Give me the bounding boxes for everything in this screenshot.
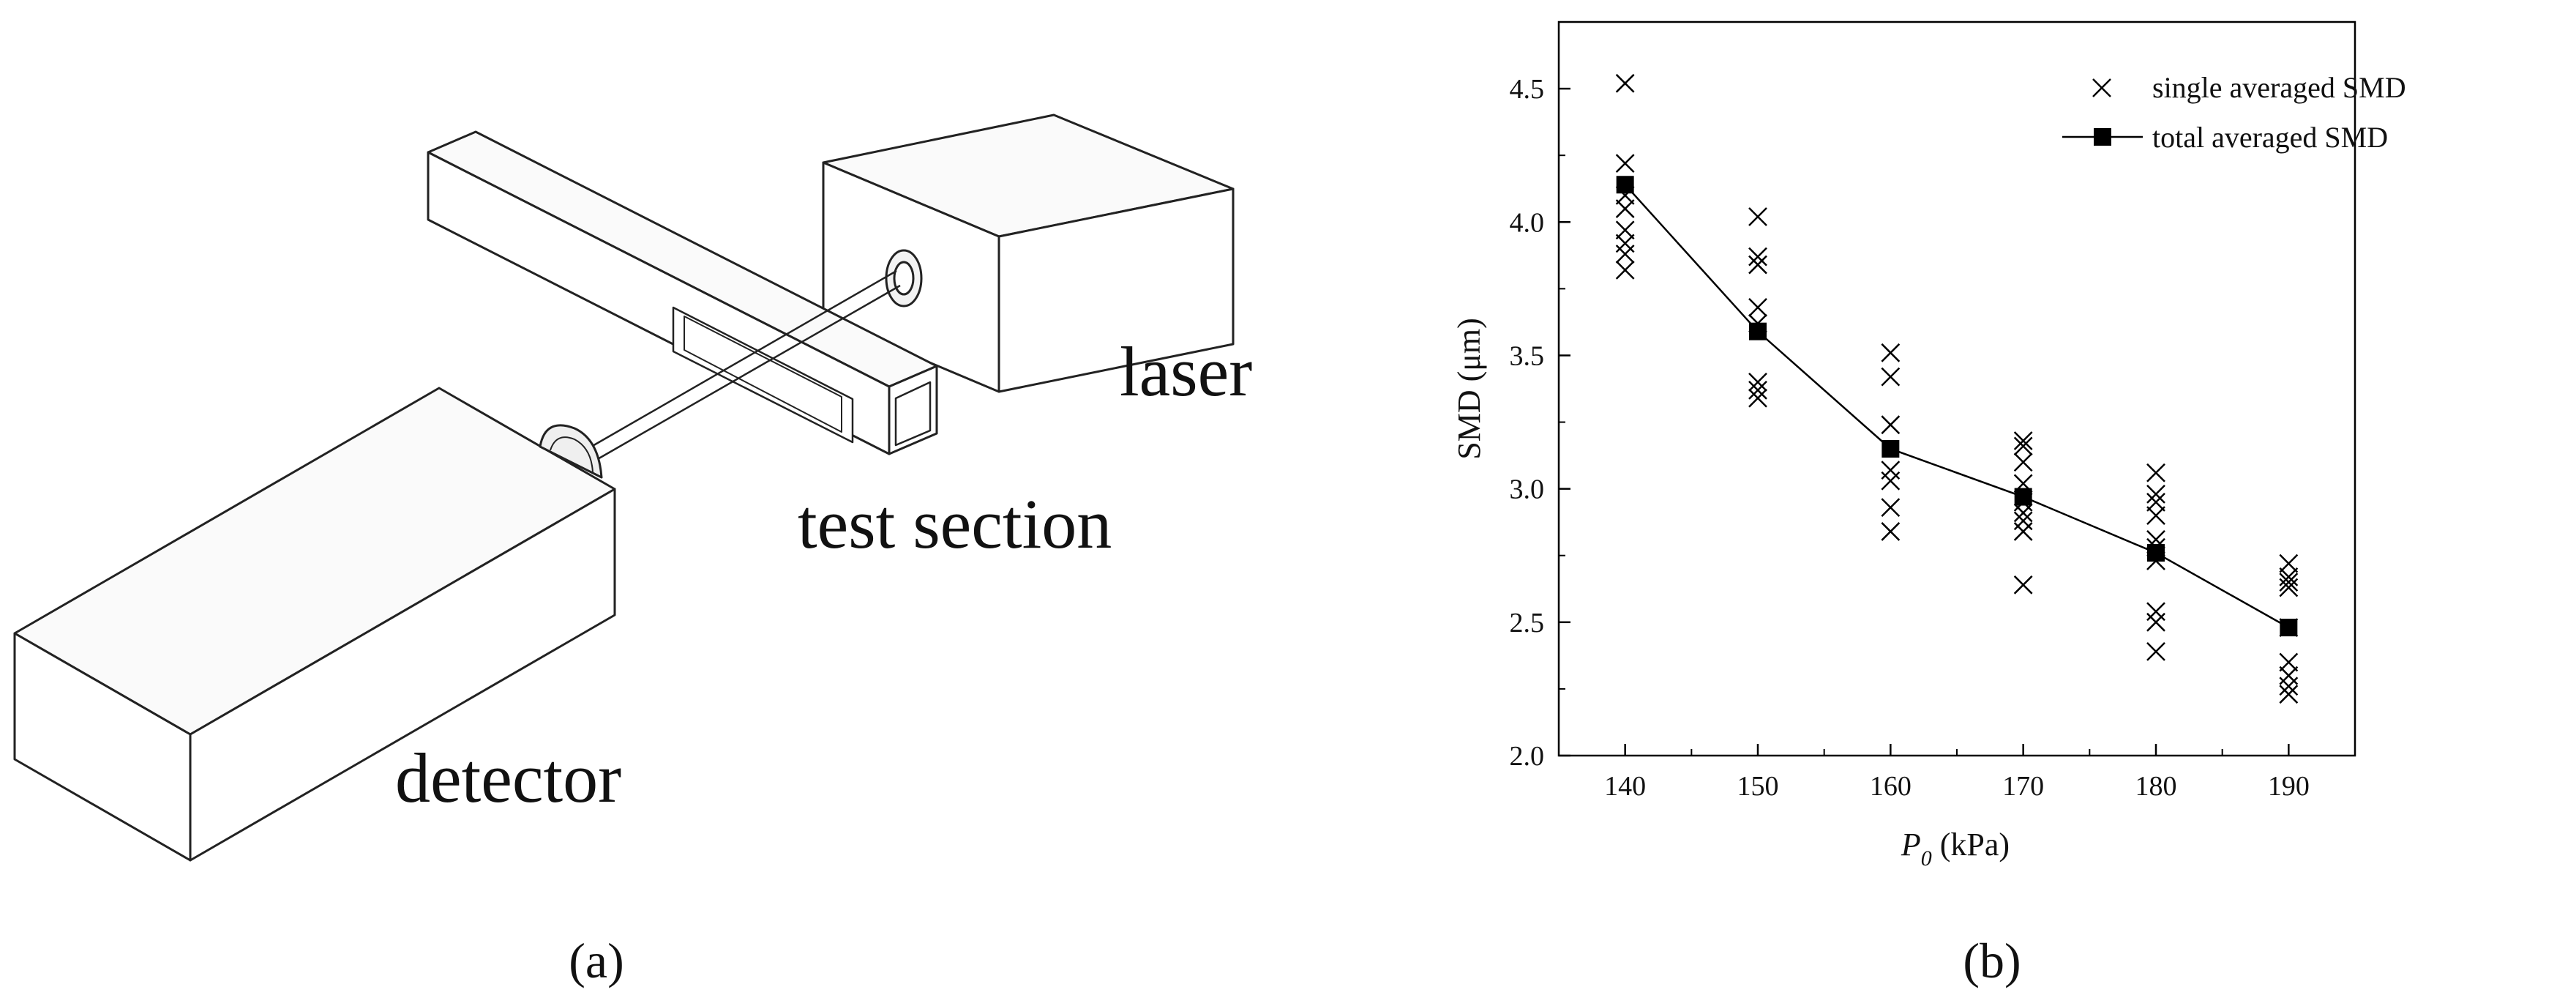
single-smd-point xyxy=(2146,602,2165,622)
single-smd-point xyxy=(1748,255,1767,275)
y-tick-label: 2.0 xyxy=(1510,741,1545,772)
laser-label: laser xyxy=(1120,332,1252,411)
y-tick-label: 2.5 xyxy=(1510,608,1545,638)
x-tick-label: 160 xyxy=(1870,771,1912,802)
single-smd-point xyxy=(1615,154,1635,173)
single-smd-point xyxy=(2146,642,2165,661)
legend-label-single: single averaged SMD xyxy=(2152,71,2406,104)
single-smd-point xyxy=(2146,463,2165,482)
single-smd-point xyxy=(1748,388,1767,408)
detector-label: detector xyxy=(395,739,621,817)
y-axis-label: SMD (μm) xyxy=(1451,318,1487,460)
total-smd-point xyxy=(1616,176,1634,194)
y-tick-label: 4.5 xyxy=(1510,74,1545,105)
y-tick-label: 3.5 xyxy=(1510,340,1545,371)
x-tick-label: 150 xyxy=(1737,771,1779,802)
panel-a-caption: (a) xyxy=(569,933,624,988)
legend-marker-single xyxy=(2092,78,2111,97)
single-smd-point xyxy=(2279,573,2299,592)
total-smd-point xyxy=(1749,322,1767,340)
total-smd-point xyxy=(1882,439,1900,458)
total-smd-point xyxy=(2280,619,2298,637)
single-smd-point xyxy=(1748,207,1767,226)
smd-chart: 140 150 160 170 180 190 2.0 2.5 3.0 3.5 4.0 4.5 SM… xyxy=(1451,21,2406,988)
single-smd-point xyxy=(1615,220,1635,240)
y-tick-label: 3.0 xyxy=(1510,474,1545,505)
series-layer xyxy=(1615,73,2299,704)
single-smd-point xyxy=(2146,492,2165,512)
x-axis-unit: (kPa) xyxy=(1932,827,2010,862)
single-smd-point xyxy=(2013,431,2033,450)
x-axis-label: P0 (kPa) xyxy=(1901,827,2010,871)
schematic-diagram: laser test section detector (a) xyxy=(13,113,1252,988)
single-smd-point xyxy=(2279,685,2299,704)
single-smd-point xyxy=(1615,73,1635,93)
x-axis: 140 150 160 170 180 190 xyxy=(1604,744,2310,802)
single-smd-point xyxy=(1748,380,1767,400)
test-section-channel xyxy=(427,130,938,455)
single-smd-point xyxy=(2013,503,2033,523)
legend-label-total: total averaged SMD xyxy=(2152,121,2388,154)
single-smd-point xyxy=(2279,666,2299,685)
single-smd-point xyxy=(2146,485,2165,504)
total-smd-line xyxy=(1624,184,2289,629)
x-axis-subscript: 0 xyxy=(1921,846,1932,871)
single-smd-point xyxy=(1881,343,1901,362)
x-tick-label: 140 xyxy=(1604,771,1646,802)
single-smd-point xyxy=(2279,652,2299,672)
single-smd-point xyxy=(2146,612,2165,632)
single-smd-point xyxy=(2279,677,2299,696)
test-section-label: test section xyxy=(798,485,1112,563)
laser-emitter xyxy=(885,249,923,308)
panel-b-caption: (b) xyxy=(1963,933,2021,988)
single-smd-point xyxy=(2279,554,2299,573)
single-smd-point xyxy=(1881,367,1901,387)
single-smd-point xyxy=(2013,436,2033,456)
total-smd-point xyxy=(2014,488,2032,506)
single-smd-point xyxy=(1615,199,1635,218)
single-smd-point xyxy=(2013,522,2033,541)
total-smd-point xyxy=(2147,544,2165,562)
single-smd-point xyxy=(1748,247,1767,267)
y-tick-label: 4.0 xyxy=(1510,207,1545,238)
single-smd-point xyxy=(1615,234,1635,253)
single-smd-point xyxy=(1881,461,1901,480)
x-tick-label: 170 xyxy=(2002,771,2044,802)
x-tick-label: 190 xyxy=(2268,771,2310,802)
single-smd-point xyxy=(1615,245,1635,264)
schematic-panel: laser test section detector (a) xyxy=(0,0,1288,1002)
single-smd-point xyxy=(2013,575,2033,595)
single-smd-point xyxy=(2146,506,2165,525)
single-smd-point xyxy=(1748,297,1767,317)
chart-panel: 140 150 160 170 180 190 2.0 2.5 3.0 3.5 4.0 4.5 SM… xyxy=(1288,0,2576,1002)
x-axis-symbol: P xyxy=(1901,827,1921,862)
y-axis: 2.0 2.5 3.0 3.5 4.0 4.5 xyxy=(1510,74,1570,772)
single-smd-point xyxy=(1881,471,1901,491)
single-smd-point xyxy=(2013,452,2033,472)
legend-marker-total xyxy=(2062,128,2143,146)
single-smd-point xyxy=(1881,415,1901,435)
detector-box xyxy=(13,387,616,862)
single-smd-point xyxy=(1615,260,1635,280)
x-tick-label: 180 xyxy=(2135,771,2177,802)
detector-lens xyxy=(539,424,603,479)
single-smd-point xyxy=(2279,578,2299,597)
single-smd-point xyxy=(2013,511,2033,531)
legend: single averaged SMD total averaged SMD xyxy=(2062,71,2406,154)
single-smd-point xyxy=(1748,373,1767,392)
single-smd-point xyxy=(1881,498,1901,518)
laser-beam xyxy=(591,269,901,461)
single-smd-point xyxy=(1881,522,1901,541)
